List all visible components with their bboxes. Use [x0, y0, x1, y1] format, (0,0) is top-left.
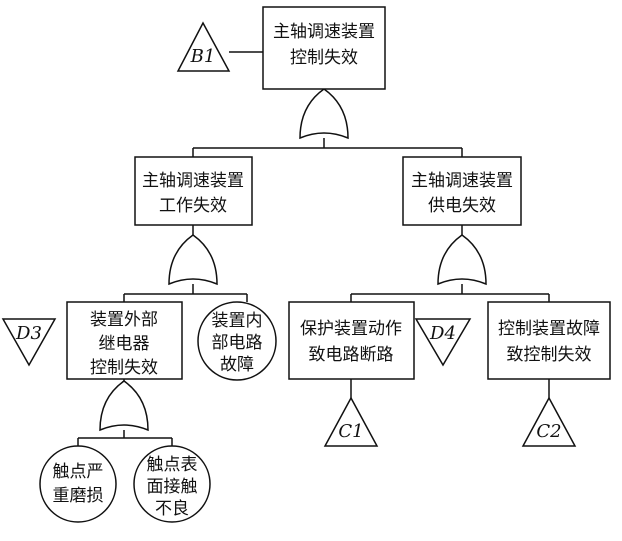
or-gate-left	[168, 234, 218, 286]
or-gate-relay	[99, 380, 149, 432]
relay-line1: 装置外部	[90, 310, 158, 330]
contact-poor-basic-event: 触点表 面接触 不良	[133, 445, 211, 523]
contact-line3: 不良	[155, 499, 189, 519]
or-gate-right	[437, 234, 487, 286]
contact-wear-basic-event: 触点严 重磨损	[39, 445, 117, 523]
top-event-line2: 控制失效	[290, 48, 358, 68]
internal-line2: 部电路	[212, 333, 263, 353]
top-event-line1: 主轴调速装置	[273, 22, 375, 42]
mid-right-line1: 主轴调速装置	[411, 171, 513, 191]
connector-lines	[77, 51, 550, 446]
ctrl-fault-line2: 致控制失效	[507, 345, 592, 365]
mid-right-line2: 供电失效	[428, 196, 496, 216]
top-event-box: 主轴调速装置 控制失效	[262, 6, 386, 90]
relay-line2: 继电器	[99, 334, 150, 354]
mid-left-event-box: 主轴调速装置 工作失效	[134, 156, 253, 226]
wear-line2: 重磨损	[53, 486, 104, 506]
contact-line1: 触点表	[147, 455, 198, 475]
mid-left-line2: 工作失效	[159, 196, 227, 216]
mid-left-line1: 主轴调速装置	[142, 171, 244, 191]
control-fault-event-box: 控制装置故障 致控制失效	[487, 301, 611, 380]
contact-line2: 面接触	[147, 477, 198, 497]
b1-label: B1	[190, 46, 216, 67]
internal-line1: 装置内	[212, 311, 263, 331]
protect-event-box: 保护装置动作 致电路断路	[288, 301, 415, 380]
transfer-triangle-b1: B1	[176, 21, 231, 72]
internal-circuit-basic-event: 装置内 部电路 故障	[197, 301, 277, 381]
transfer-triangle-d3: D3	[1, 318, 57, 367]
relay-line3: 控制失效	[90, 358, 158, 378]
transfer-triangle-c1: C1	[323, 396, 379, 447]
relay-event-box: 装置外部 继电器 控制失效	[66, 301, 183, 380]
or-gate-top	[299, 88, 349, 140]
transfer-triangle-c2: C2	[521, 396, 577, 447]
wear-line1: 触点严	[53, 462, 104, 482]
protect-line1: 保护装置动作	[300, 319, 402, 339]
c2-label: C2	[536, 421, 561, 442]
d4-label: D4	[429, 323, 456, 344]
d3-label: D3	[15, 323, 42, 344]
c1-label: C1	[338, 421, 363, 442]
ctrl-fault-line1: 控制装置故障	[498, 319, 600, 339]
internal-line3: 故障	[220, 355, 254, 375]
protect-line2: 致电路断路	[309, 345, 394, 365]
transfer-triangle-d4: D4	[414, 318, 472, 367]
mid-right-event-box: 主轴调速装置 供电失效	[402, 156, 522, 226]
